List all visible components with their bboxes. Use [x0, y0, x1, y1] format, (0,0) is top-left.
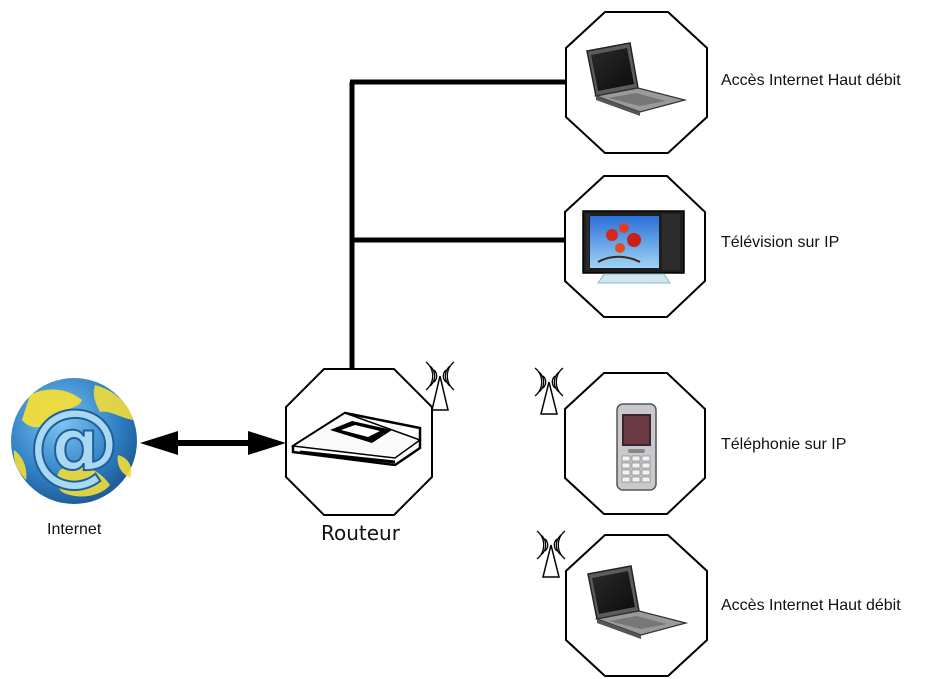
device-label-laptop-wired: Accès Internet Haut débit — [721, 72, 901, 89]
device-label-phone: Téléphonie sur IP — [721, 436, 847, 453]
device-laptop-wired — [565, 11, 708, 154]
device-label-laptop-wireless: Accès Internet Haut débit — [721, 597, 901, 614]
device-phone-wireless — [564, 372, 706, 515]
arrowhead-left — [140, 431, 178, 455]
device-tv-wired — [564, 175, 706, 318]
router-icon — [290, 411, 422, 467]
phone-antenna-icon — [534, 367, 564, 415]
laptop-antenna-icon — [536, 530, 566, 578]
internet-label: Internet — [47, 521, 102, 538]
router-node — [285, 368, 433, 516]
tv-icon — [582, 210, 685, 284]
laptop-icon — [587, 565, 689, 639]
wired-links — [349, 79, 565, 370]
device-label-tv: Télévision sur IP — [721, 234, 840, 251]
arrowhead-right — [248, 431, 286, 455]
device-laptop-wireless — [565, 534, 708, 677]
mobile-phone-icon — [616, 403, 657, 491]
router-label: Routeur — [321, 521, 400, 545]
at-sign-glyph: @ — [28, 389, 120, 496]
router-antenna-icon — [425, 361, 455, 411]
internet-router-link — [140, 431, 286, 455]
laptop-icon — [586, 42, 688, 116]
internet-globe-icon: @ — [11, 378, 137, 504]
